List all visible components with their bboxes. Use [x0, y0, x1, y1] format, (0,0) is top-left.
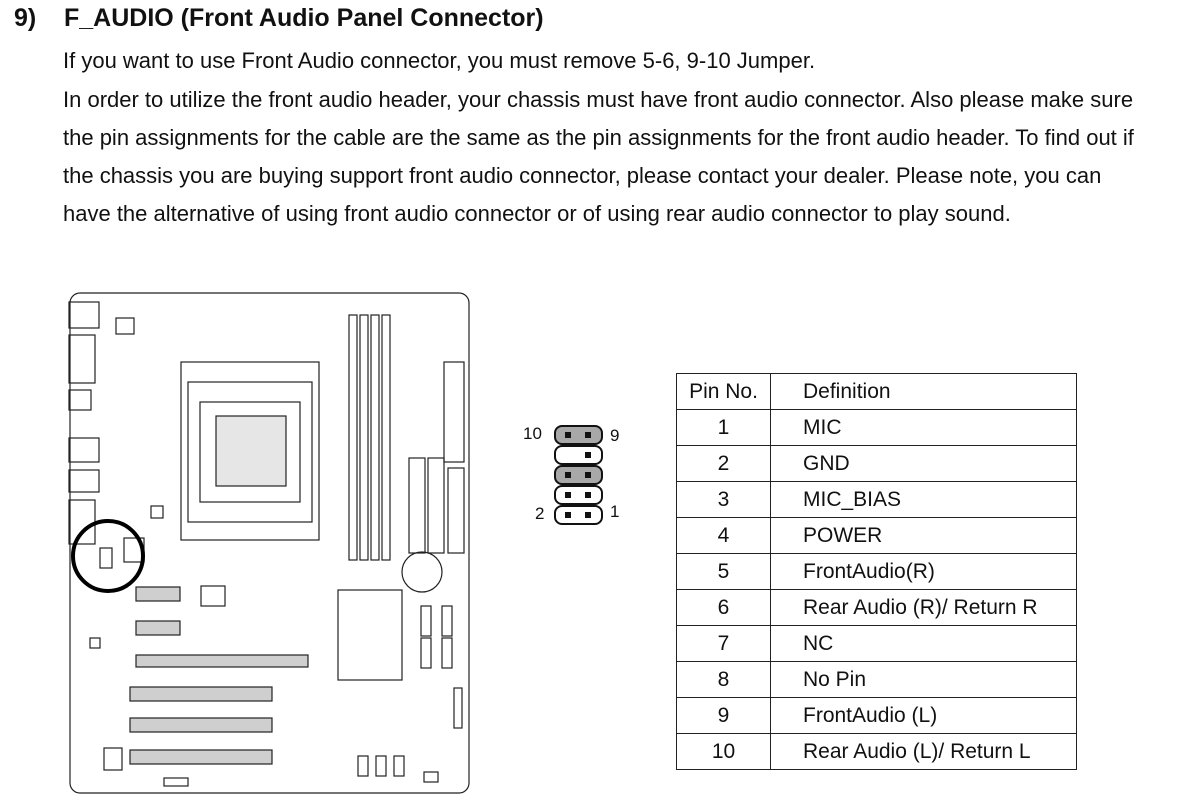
pin-definition: GND: [770, 445, 1077, 482]
pin-definition: MIC_BIAS: [770, 481, 1077, 518]
pin-label-9: 9: [610, 426, 620, 445]
pin-definition: FrontAudio (L): [770, 697, 1077, 734]
audio-header-pin-diagram: 10 9 2 1: [520, 418, 630, 528]
pin-definition: Rear Audio (L)/ Return L: [770, 733, 1077, 770]
section-title: F_AUDIO (Front Audio Panel Connector): [64, 4, 544, 32]
pin-label-1: 1: [610, 502, 620, 521]
pin-label-10: 10: [523, 424, 542, 443]
section-heading: 9) F_AUDIO (Front Audio Panel Connector): [14, 4, 544, 33]
pin-number: 8: [676, 661, 771, 698]
header-pins-graphic: [554, 425, 603, 525]
column-header-pin-no: Pin No.: [676, 373, 771, 410]
table-header-row: Pin No. Definition: [676, 373, 1077, 410]
pin-definition: MIC: [770, 409, 1077, 446]
pin-number: 9: [676, 697, 771, 734]
column-header-definition: Definition: [770, 373, 1077, 410]
pin-number: 5: [676, 553, 771, 590]
pin-definition: Rear Audio (R)/ Return R: [770, 589, 1077, 626]
usage-note-paragraph: In order to utilize the front audio head…: [63, 87, 1134, 226]
pin-label-2: 2: [535, 504, 545, 523]
pin-definition: NC: [770, 625, 1077, 662]
pin-number: 10: [676, 733, 771, 770]
pin-number: 3: [676, 481, 771, 518]
pin-definition: FrontAudio(R): [770, 553, 1077, 590]
jumper-instruction-paragraph: If you want to use Front Audio connector…: [63, 48, 816, 73]
pin-definition: No Pin: [770, 661, 1077, 698]
pin-number: 6: [676, 589, 771, 626]
pin-definition: POWER: [770, 517, 1077, 554]
pin-number: 7: [676, 625, 771, 662]
pin-number: 2: [676, 445, 771, 482]
pin-number: 4: [676, 517, 771, 554]
pin-number: 1: [676, 409, 771, 446]
motherboard-layout-diagram: [68, 292, 470, 794]
section-number: 9): [14, 4, 37, 32]
